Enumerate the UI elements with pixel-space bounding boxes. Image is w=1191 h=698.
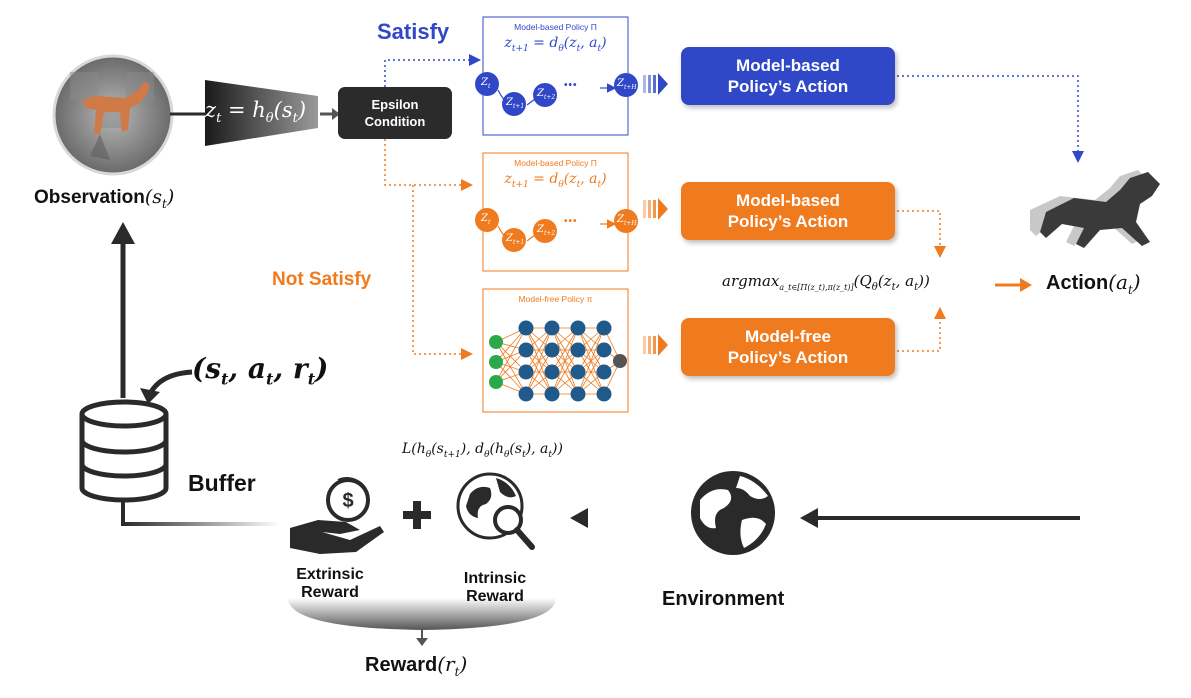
nn-input-node bbox=[489, 355, 503, 369]
not-satisfy-path-1 bbox=[384, 139, 473, 191]
action-label: Action(at) bbox=[1046, 270, 1141, 297]
argmax-expression: argmaxa_t∈[Π(z_t),π(z_t)](Qθ(zt, at)) bbox=[722, 272, 930, 293]
blue-node-zth: Zt+H bbox=[617, 78, 637, 91]
blue-panel-title: Model-based Policy Π bbox=[514, 22, 597, 32]
orange-node-zth: Zt+H bbox=[617, 214, 637, 227]
nn-hidden-node bbox=[570, 342, 586, 358]
orange-node-zt1: Zt+1 bbox=[506, 233, 525, 246]
nn-connection bbox=[577, 327, 605, 395]
blue-node-dots: ••• bbox=[564, 80, 578, 91]
nn-hidden-node bbox=[596, 386, 612, 402]
orange-latent-chain bbox=[475, 208, 638, 252]
nn-connection bbox=[577, 349, 605, 395]
nn-hidden-node bbox=[570, 364, 586, 380]
encoder-arrowhead bbox=[332, 108, 340, 120]
blue-latent-chain bbox=[475, 72, 638, 116]
buffer-label: Buffer bbox=[188, 470, 256, 496]
nn-hidden-node bbox=[518, 342, 534, 358]
extrinsic-reward-icon bbox=[290, 477, 384, 554]
buffer-to-obs-arrowhead bbox=[111, 222, 135, 244]
nn-hidden-node bbox=[544, 342, 560, 358]
orange-stripe-arrow-1 bbox=[643, 198, 668, 220]
plus-vertical bbox=[413, 501, 421, 529]
intrinsic-reward-label: Intrinsic Reward bbox=[463, 570, 527, 605]
model-free-panel-title: Model-free Policy π bbox=[518, 294, 593, 304]
nn-connection bbox=[577, 327, 605, 373]
nn-connection bbox=[551, 327, 579, 395]
nn-hidden-node bbox=[544, 364, 560, 380]
observation-label: Observation(st) bbox=[34, 186, 175, 211]
neural-network-icon bbox=[489, 320, 627, 402]
epsilon-condition-label: Epsilon Condition bbox=[364, 97, 426, 129]
blue-to-action-path bbox=[897, 75, 1084, 163]
reward-to-buffer-line bbox=[121, 500, 280, 526]
environment-globe-icon bbox=[691, 471, 775, 555]
nn-hidden-node bbox=[544, 386, 560, 402]
blue-panel-equation: zt+1 = dθ(zt, at) bbox=[504, 35, 607, 54]
observation-image bbox=[52, 54, 174, 176]
nn-connection bbox=[551, 327, 579, 373]
nn-connection bbox=[495, 341, 527, 395]
encoder-equation: zt = hθ(st) bbox=[205, 98, 307, 127]
transition-tuple: (st, at, rt) bbox=[192, 352, 329, 389]
orange-node-zt2: Zt+2 bbox=[537, 224, 556, 237]
orange-stripe-arrow-2 bbox=[643, 334, 668, 356]
mb-to-argmax-path bbox=[897, 210, 946, 258]
nn-connection bbox=[495, 327, 527, 383]
nn-connection bbox=[551, 349, 579, 395]
mf-to-argmax-path bbox=[897, 307, 946, 352]
orange-node-zt: Zt bbox=[481, 213, 491, 226]
nn-hidden-node bbox=[570, 320, 586, 336]
environment-label: Environment bbox=[662, 588, 785, 610]
nn-hidden-node bbox=[596, 364, 612, 380]
not-satisfy-path-2 bbox=[412, 185, 473, 360]
blue-node-zt: Zt bbox=[481, 77, 491, 90]
orange-panel-title: Model-based Policy Π bbox=[514, 158, 597, 168]
env-to-reward-arrowhead bbox=[570, 508, 588, 528]
blue-panel-frame bbox=[482, 16, 629, 136]
action-to-env-arrowhead bbox=[800, 508, 818, 528]
reward-down-arrowhead bbox=[416, 638, 428, 646]
dollar-sign: $ bbox=[342, 490, 353, 512]
intrinsic-reward-icon bbox=[456, 472, 535, 550]
blue-node-zt2: Zt+2 bbox=[537, 88, 556, 101]
orange-node-dots: ••• bbox=[564, 216, 578, 227]
nn-hidden-node bbox=[518, 320, 534, 336]
satisfy-label: Satisfy bbox=[377, 19, 450, 44]
tuple-to-buffer-curve bbox=[147, 369, 193, 396]
tuple-to-buffer-arrowhead bbox=[140, 388, 160, 404]
nn-connection bbox=[495, 327, 527, 363]
orange-panel-equation: zt+1 = dθ(zt, at) bbox=[504, 171, 607, 190]
nn-connection bbox=[525, 349, 553, 395]
nn-hidden-node bbox=[544, 320, 560, 336]
satisfy-path bbox=[384, 54, 481, 87]
nn-hidden-node bbox=[596, 342, 612, 358]
not-satisfy-label: Not Satisfy bbox=[272, 269, 372, 290]
reward-label: Reward(rt) bbox=[365, 652, 468, 679]
nn-connection bbox=[525, 327, 553, 395]
nn-hidden-node bbox=[518, 364, 534, 380]
argmax-to-action-arrowhead bbox=[1020, 278, 1032, 292]
nn-input-node bbox=[489, 335, 503, 349]
reward-combine-bar bbox=[288, 598, 556, 630]
intrinsic-loss-expression: L(hθ(st+1), dθ(hθ(st), at)) bbox=[402, 441, 563, 460]
nn-connection bbox=[525, 327, 553, 373]
nn-output-node bbox=[613, 354, 627, 368]
extrinsic-reward-label: Extrinsic Reward bbox=[296, 566, 364, 601]
nn-hidden-node bbox=[596, 320, 612, 336]
action-dog-icon bbox=[1030, 170, 1160, 248]
nn-hidden-node bbox=[570, 386, 586, 402]
nn-hidden-node bbox=[518, 386, 534, 402]
nn-input-node bbox=[489, 375, 503, 389]
epsilon-box bbox=[338, 87, 452, 139]
blue-stripe-arrow bbox=[643, 73, 668, 95]
blue-node-zt1: Zt+1 bbox=[506, 97, 525, 110]
buffer-database-icon bbox=[79, 399, 169, 503]
encoder-shape bbox=[205, 80, 318, 146]
